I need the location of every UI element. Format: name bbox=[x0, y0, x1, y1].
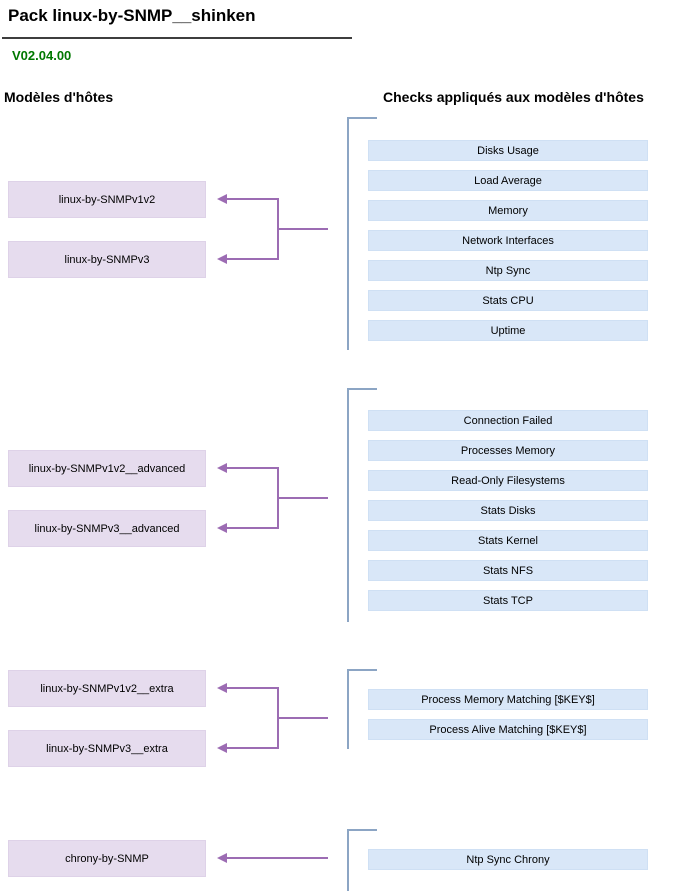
connector-line bbox=[279, 717, 328, 719]
check-box: Network Interfaces bbox=[368, 230, 648, 251]
arrow-left-icon bbox=[217, 853, 227, 863]
host-model-box: linux-by-SNMPv3__extra bbox=[8, 730, 206, 767]
arrow-left-icon bbox=[217, 463, 227, 473]
group-bracket bbox=[347, 388, 377, 390]
check-box: Ntp Sync Chrony bbox=[368, 849, 648, 870]
arrow-left-icon bbox=[217, 523, 227, 533]
arrow-left-icon bbox=[217, 254, 227, 264]
host-model-box: linux-by-SNMPv1v2__advanced bbox=[8, 450, 206, 487]
group-bracket bbox=[347, 829, 349, 891]
connector-line bbox=[279, 228, 328, 230]
connector-line bbox=[227, 467, 277, 469]
connector-line bbox=[227, 198, 277, 200]
connector-line bbox=[227, 687, 277, 689]
version-label: V02.04.00 bbox=[12, 48, 72, 63]
check-box: Processes Memory bbox=[368, 440, 648, 461]
checks-column-heading: Checks appliqués aux modèles d'hôtes bbox=[383, 89, 644, 105]
check-box: Uptime bbox=[368, 320, 648, 341]
title-underline bbox=[2, 37, 352, 39]
connector-line bbox=[279, 497, 328, 499]
check-box: Disks Usage bbox=[368, 140, 648, 161]
check-box: Stats Kernel bbox=[368, 530, 648, 551]
connector-line bbox=[227, 527, 277, 529]
arrow-left-icon bbox=[217, 683, 227, 693]
hosts-column-heading: Modèles d'hôtes bbox=[4, 89, 114, 105]
check-box: Ntp Sync bbox=[368, 260, 648, 281]
check-box: Process Memory Matching [$KEY$] bbox=[368, 689, 648, 710]
check-box: Read-Only Filesystems bbox=[368, 470, 648, 491]
check-box: Stats CPU bbox=[368, 290, 648, 311]
group-bracket bbox=[347, 388, 349, 622]
group-bracket bbox=[347, 669, 377, 671]
arrow-left-icon bbox=[217, 743, 227, 753]
group-bracket bbox=[347, 669, 349, 749]
connector-line bbox=[227, 258, 277, 260]
connector-line bbox=[277, 687, 279, 749]
host-model-box: linux-by-SNMPv1v2 bbox=[8, 181, 206, 218]
check-box: Stats TCP bbox=[368, 590, 648, 611]
host-model-box: linux-by-SNMPv1v2__extra bbox=[8, 670, 206, 707]
group-bracket bbox=[347, 117, 377, 119]
connector-line bbox=[277, 467, 279, 529]
group-bracket bbox=[347, 117, 349, 350]
check-box: Stats Disks bbox=[368, 500, 648, 521]
group-bracket bbox=[347, 829, 377, 831]
host-model-box: chrony-by-SNMP bbox=[8, 840, 206, 877]
check-box: Memory bbox=[368, 200, 648, 221]
check-box: Connection Failed bbox=[368, 410, 648, 431]
check-box: Process Alive Matching [$KEY$] bbox=[368, 719, 648, 740]
check-box: Load Average bbox=[368, 170, 648, 191]
arrow-left-icon bbox=[217, 194, 227, 204]
page-title: Pack linux-by-SNMP__shinken bbox=[8, 6, 256, 25]
connector-line bbox=[227, 857, 328, 859]
connector-line bbox=[277, 198, 279, 260]
host-model-box: linux-by-SNMPv3 bbox=[8, 241, 206, 278]
connector-line bbox=[227, 747, 277, 749]
check-box: Stats NFS bbox=[368, 560, 648, 581]
host-model-box: linux-by-SNMPv3__advanced bbox=[8, 510, 206, 547]
